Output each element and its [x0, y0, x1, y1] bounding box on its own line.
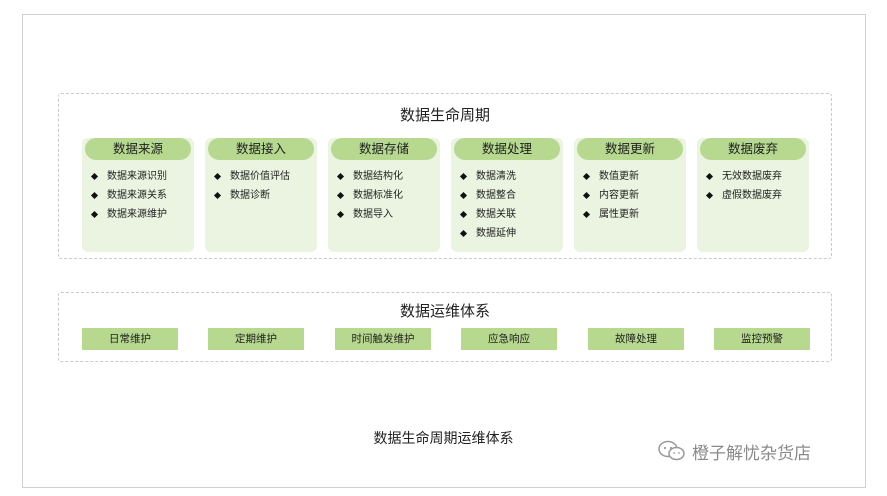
diamond-bullet-icon: [582, 210, 591, 219]
stage-item: 数据延伸: [459, 224, 563, 243]
lifecycle-title: 数据生命周期: [399, 106, 490, 124]
ops-item-daily: 日常维护: [82, 328, 178, 350]
stage-item: 属性更新: [582, 205, 686, 224]
diamond-bullet-icon: [459, 229, 468, 238]
stage-item: 内容更新: [582, 186, 686, 205]
ops-item-scheduled: 定期维护: [208, 328, 304, 350]
stage-item: 数据清洗: [459, 167, 563, 186]
diamond-bullet-icon: [90, 191, 99, 200]
stage-item: 数据标准化: [336, 186, 440, 205]
stage-header: 数据废弃: [700, 138, 806, 160]
stage-item: 数值更新: [582, 167, 686, 186]
stage-item: 数据结构化: [336, 167, 440, 186]
ops-item-time-triggered: 时间触发维护: [335, 328, 431, 350]
diamond-bullet-icon: [213, 191, 222, 200]
stage-card-processing: 数据处理 数据清洗 数据整合 数据关联 数据延伸: [451, 138, 563, 252]
stage-item: 数据导入: [336, 205, 440, 224]
watermark: 橙子解忧杂货店: [658, 438, 811, 464]
stage-header: 数据存储: [331, 138, 437, 160]
diamond-bullet-icon: [90, 172, 99, 181]
stage-item: 数据来源维护: [90, 205, 194, 224]
diamond-bullet-icon: [213, 172, 222, 181]
stage-header: 数据处理: [454, 138, 560, 160]
stage-card-update: 数据更新 数值更新 内容更新 属性更新: [574, 138, 686, 252]
diamond-bullet-icon: [459, 172, 468, 181]
diamond-bullet-icon: [582, 172, 591, 181]
stage-item: 数据关联: [459, 205, 563, 224]
stage-card-source: 数据来源 数据来源识别 数据来源关系 数据来源维护: [82, 138, 194, 252]
diamond-bullet-icon: [705, 172, 714, 181]
stage-card-disposal: 数据废弃 无效数据废弃 虚假数据废弃: [697, 138, 809, 252]
figure-caption: 数据生命周期运维体系: [373, 431, 514, 447]
diamond-bullet-icon: [705, 191, 714, 200]
diamond-bullet-icon: [336, 210, 345, 219]
stage-card-storage: 数据存储 数据结构化 数据标准化 数据导入: [328, 138, 440, 252]
stage-item: 数据来源识别: [90, 167, 194, 186]
diamond-bullet-icon: [90, 210, 99, 219]
stage-card-ingest: 数据接入 数据价值评估 数据诊断: [205, 138, 317, 252]
stage-header: 数据更新: [577, 138, 683, 160]
stage-header: 数据接入: [208, 138, 314, 160]
wechat-icon: [658, 440, 685, 461]
operations-panel: 数据运维体系 日常维护 定期维护 时间触发维护 应急响应 故障处理 监控预警: [58, 292, 832, 362]
diamond-bullet-icon: [459, 210, 468, 219]
ops-item-emergency: 应急响应: [461, 328, 557, 350]
stage-item: 数据价值评估: [213, 167, 317, 186]
diamond-bullet-icon: [582, 191, 591, 200]
ops-item-fault: 故障处理: [588, 328, 684, 350]
stage-header: 数据来源: [85, 138, 191, 160]
stage-item: 数据来源关系: [90, 186, 194, 205]
diamond-bullet-icon: [336, 191, 345, 200]
stage-item: 数据诊断: [213, 186, 317, 205]
diamond-bullet-icon: [459, 191, 468, 200]
watermark-text: 橙子解忧杂货店: [692, 443, 811, 464]
operations-title: 数据运维体系: [399, 302, 490, 320]
ops-item-monitoring: 监控预警: [714, 328, 810, 350]
stage-item: 虚假数据废弃: [705, 186, 809, 205]
stage-item: 数据整合: [459, 186, 563, 205]
lifecycle-panel: 数据生命周期 数据来源 数据来源识别 数据来源关系 数据来源维护 数据接入 数据…: [58, 93, 832, 259]
stage-item: 无效数据废弃: [705, 167, 809, 186]
diamond-bullet-icon: [336, 172, 345, 181]
